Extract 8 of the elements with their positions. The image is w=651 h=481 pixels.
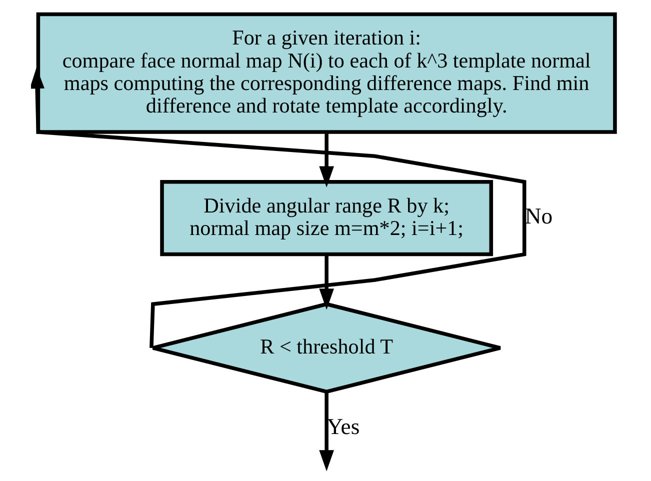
node-diamond: R < threshold T: [150, 302, 502, 394]
node-box: Divide angular range R by k; normal map size m=m*2; i=i+1;: [160, 180, 493, 256]
arrow: [318, 254, 334, 310]
arrow: [318, 392, 334, 472]
arrow: [318, 132, 334, 188]
node-box: For a given iteration i: compare face normal map N(i) to each of k^3 template normal maps computing the corresponding difference maps. Find min difference and rotate template accordingly.: [36, 12, 616, 134]
edge-label: No: [524, 203, 552, 228]
arrow: [30, 67, 526, 348]
